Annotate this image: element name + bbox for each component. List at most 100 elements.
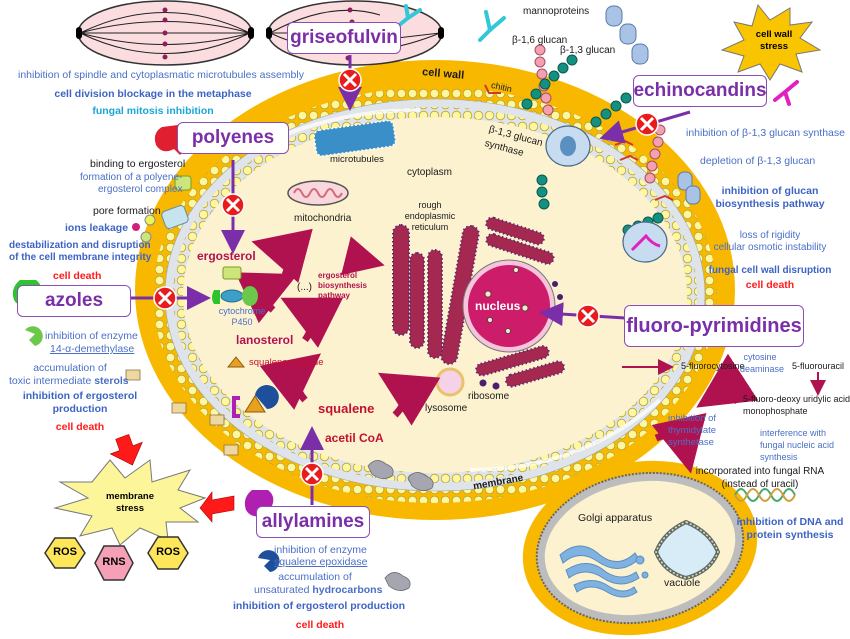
pathway-cyp-2: P450 <box>231 317 253 327</box>
fluoro-5fc: 5-fluorocytosine <box>681 361 745 371</box>
echino-inhib: inhibition of β-1,3 glucan synthase <box>686 127 845 139</box>
pore-channel-icon <box>161 205 189 229</box>
azole-erg-2: production <box>52 403 108 415</box>
griseofulvin-effect-2: cell division blockage in the metaphase <box>54 88 252 100</box>
allylamine-accum-2a: unsaturated <box>254 584 313 596</box>
azole-accum-2: toxic intermediate sterols <box>9 375 129 387</box>
nucleus-icon <box>462 259 556 353</box>
microtubules-icon <box>313 119 397 157</box>
griseofulvin-molecule-icon <box>396 4 422 28</box>
polyene-destab-2: of the cell membrane integrity <box>9 252 152 263</box>
inhibition-markers <box>153 68 659 486</box>
azole-inhib-2: 14-α-demethylase <box>50 343 135 355</box>
label-nucleus: nucleus <box>475 299 521 313</box>
drug-box-griseofulvin: griseofulvin <box>287 22 401 54</box>
rough-er-icon <box>392 216 566 388</box>
biosynthesis-pathway-arrows <box>235 228 759 474</box>
allylamine-cell-death: cell death <box>295 619 345 631</box>
azole-inhib-1: inhibition of enzyme <box>45 330 138 342</box>
fluoro-enzyme-1: cytosine <box>743 352 777 362</box>
fluoro-fdump-1: 5-fluoro-deoxy uridylic acid <box>743 394 850 404</box>
squalene-epoxidase-complex-icon <box>232 385 279 418</box>
ros-hex-1 <box>44 537 86 569</box>
fluoro-interf-3: synthesis <box>760 452 798 462</box>
membrane-stress-2: stress <box>116 503 144 514</box>
pathway-epoxide: squalene epoxide <box>249 357 324 368</box>
echino-disrupt: fungal cell wall disruption <box>708 265 832 276</box>
label-cytoplasm: cytoplasm <box>407 167 453 178</box>
pathway-biosyn-1: ergosterol <box>318 271 358 280</box>
azole-enzyme-icon <box>25 326 43 346</box>
polyene-complex-1: formation of a polyene- <box>80 172 183 183</box>
cell-wall-stress-1: cell wall <box>755 29 793 40</box>
polyene-cell-death: cell death <box>53 270 102 282</box>
label-mannoproteins: mannoproteins <box>523 6 590 17</box>
allylamine-accum-2b: hydrocarbons <box>312 584 383 596</box>
block-icon-echinocandins <box>635 112 659 136</box>
pathway-lanosterol: lanosterol <box>236 333 294 347</box>
pathway-biosyn-2: biosynthesis <box>318 281 367 290</box>
label-rer-2: endoplasmic <box>404 211 456 221</box>
azole-accum-1: accumulation of <box>33 362 107 374</box>
membrane-stress-1: membrane <box>105 491 155 502</box>
fluoro-dna-1: inhibition of DNA and <box>736 516 844 528</box>
label-rer-3: reticulum <box>411 222 449 232</box>
label-rer-1: rough <box>418 200 442 210</box>
lysosome-icon <box>435 367 465 397</box>
ros-label-1: ROS <box>53 546 77 558</box>
label-golgi: Golgi apparatus <box>578 512 653 524</box>
azole-erg-1: inhibition of ergosterol <box>22 390 138 402</box>
ribosome-icon <box>479 281 563 390</box>
fluoro-thym-1: inhibition of <box>668 413 717 424</box>
mitochondria-icon <box>287 180 349 206</box>
ion-beads <box>132 214 156 243</box>
ergosterol-icon <box>222 266 242 280</box>
allylamine-inhib-1: inhibition of enzyme <box>274 544 367 556</box>
fluoro-fdump-2: monophosphate <box>743 406 808 416</box>
fluoro-rna-2: (instead of uracil) <box>721 479 799 490</box>
pathway-ergosterol: ergosterol <box>197 249 256 263</box>
hydrocarbon-icons <box>367 460 434 591</box>
griseofulvin-effect-3: fungal mitosis inhibition <box>92 105 214 117</box>
allylamine-accum-1: accumulation of <box>278 571 352 583</box>
cell-wall-stress-burst <box>720 3 822 81</box>
label-ribosome: ribosome <box>468 391 510 402</box>
vacuole-icon <box>653 519 721 581</box>
block-icon-allylamines <box>300 462 324 486</box>
polyene-binding: binding to ergosterol <box>90 158 186 170</box>
ros-label-2: ROS <box>156 546 180 558</box>
fluoro-enzyme-2: deaminase <box>740 364 785 374</box>
pathway-biosyn-3: pathway <box>318 291 351 300</box>
ros-hex-2 <box>147 536 189 570</box>
fluoro-thym-2: thymidylate <box>668 425 717 436</box>
label-microtubules: microtubules <box>330 154 384 165</box>
fluoro-5fu: 5-fluorouracil <box>792 361 845 371</box>
beta-1-6-glucan-chain <box>534 44 666 184</box>
polyene-destab-1: destabilization and disruption <box>9 240 151 251</box>
dna-helix-icon <box>734 488 796 502</box>
pathway-acetyl-coa: acetil CoA <box>325 431 384 445</box>
pathway-squalene: squalene <box>318 401 375 416</box>
squalene-epoxidase-icon <box>258 550 280 572</box>
echino-path-2: biosynthesis pathway <box>715 198 825 210</box>
rns-label: RNS <box>102 556 126 568</box>
polyene-pore: pore formation <box>93 205 161 217</box>
label-lysosome: lysosome <box>425 403 468 414</box>
azole-accum-2a: toxic intermediate <box>9 375 95 387</box>
azole-cell-death: cell death <box>55 421 105 433</box>
mannoproteins-icon <box>605 5 701 205</box>
label-mitochondria: mitochondria <box>294 213 352 224</box>
fluoro-interf-2: fungal nucleic acid <box>760 440 835 450</box>
block-icon-fluoropyrimidines <box>576 304 600 328</box>
polyene-ions: ions leakage <box>65 222 129 234</box>
drug-box-fluoropyrimidines: fluoro-pyrimidines <box>624 305 804 347</box>
griseofulvin-icon <box>478 10 506 42</box>
echino-path-1: inhibition of glucan <box>721 185 819 197</box>
red-arrow-left <box>199 491 235 523</box>
echinocandin-icon <box>773 80 799 106</box>
squalene-epoxide-icon <box>226 356 246 368</box>
label-vacuole: vacuole <box>664 577 701 589</box>
sterol-icons <box>125 369 239 456</box>
